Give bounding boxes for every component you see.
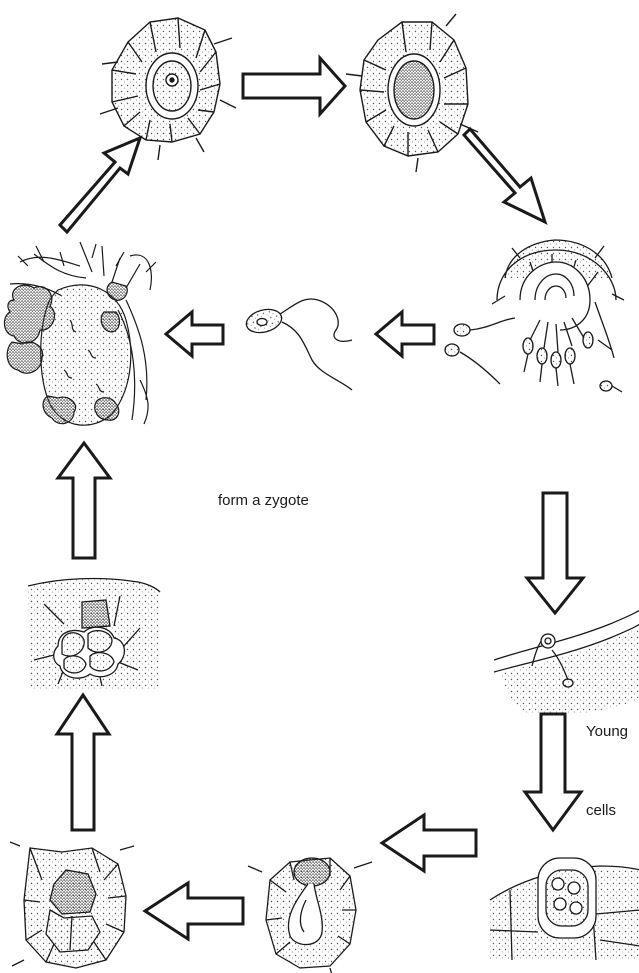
- arrow-up-upper-left: [58, 443, 110, 558]
- arrow-right-top: [243, 58, 345, 114]
- stage-tuber-with-galls: [4, 242, 156, 425]
- arrow-up-lower-left: [57, 695, 109, 830]
- stage-dividing-cell: [10, 842, 134, 968]
- label-form-a-zygote: form a zygote: [218, 492, 309, 509]
- stage-germinating-cell: [248, 858, 372, 973]
- stage-gametangium-cell: [100, 18, 236, 160]
- arrow-diagonal-up-right: [60, 138, 140, 232]
- stage-zoosporangium-cells: [490, 858, 639, 960]
- label-cells: cells: [586, 802, 616, 819]
- arrow-down-lower-right: [525, 714, 581, 830]
- arrow-left-bottom-right: [382, 815, 476, 871]
- arrow-left-to-zoospore: [376, 312, 434, 356]
- arrow-diagonal-down-right: [464, 129, 545, 222]
- stage-host-infection: [494, 610, 639, 715]
- stage-zoospore-release: [445, 240, 624, 392]
- label-young: Young: [586, 723, 628, 740]
- stage-biflagellate-zoospore: [244, 299, 352, 390]
- stage-sporangial-sorus: [28, 579, 160, 690]
- stage-maturing-gametangium: [346, 14, 478, 172]
- arrow-down-upper-right: [527, 493, 583, 613]
- arrow-left-to-tuber: [166, 312, 223, 356]
- arrow-left-bottom-left: [145, 883, 243, 939]
